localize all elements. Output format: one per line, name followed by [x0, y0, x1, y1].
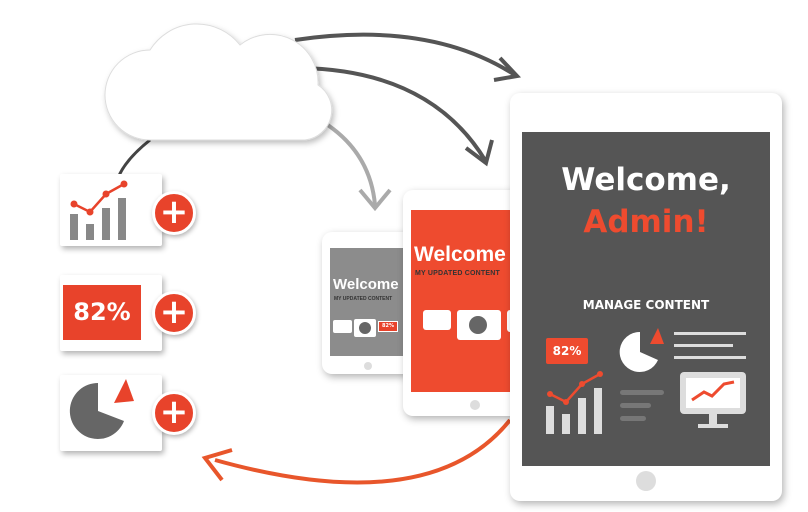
pie-thumb [354, 319, 376, 337]
text-lines [674, 332, 746, 359]
arrow-cloud-to-small-tablet [318, 118, 377, 206]
subtitle: MY UPDATED CONTENT [334, 296, 393, 302]
pie-chart-icon [619, 328, 664, 372]
small-tablet: Welcome MY UPDATED CONTENT 82% [322, 232, 414, 374]
home-button [636, 471, 656, 491]
line-bar-chart-icon [546, 371, 603, 434]
mid-tablet-screen: Welcome MY UPDATED CONTENT [411, 210, 525, 392]
subtitle: MY UPDATED CONTENT [415, 270, 501, 277]
monitor-chart-icon [680, 372, 746, 428]
arrow-cloud-to-mid-tablet [299, 66, 487, 162]
manage-content-heading: MANAGE CONTENT [582, 298, 710, 312]
pie-card[interactable] [60, 375, 162, 451]
add-pie-button[interactable]: + [152, 391, 196, 435]
chart-thumb [423, 310, 451, 330]
arrow-cloud-to-large-tablet [294, 32, 517, 77]
large-tablet: Welcome, Admin! MANAGE CONTENT 82% [510, 93, 782, 501]
percent-card[interactable]: 82% [60, 275, 162, 351]
percent-badge: 82% [63, 285, 141, 340]
admin-name: Admin! [583, 204, 709, 240]
add-percent-button[interactable]: + [152, 291, 196, 335]
add-chart-button[interactable]: + [152, 191, 196, 235]
welcome-title: Welcome [333, 276, 399, 293]
cloud-icon [104, 23, 333, 141]
welcome-title: Welcome [414, 243, 506, 266]
percent-badge: 82% [546, 338, 588, 364]
chart-thumb [333, 320, 352, 333]
arrow-cloud-to-cards [116, 138, 151, 179]
home-button [364, 362, 372, 370]
small-tablet-screen: Welcome MY UPDATED CONTENT 82% [330, 248, 414, 356]
pie-chart-icon [69, 379, 134, 439]
welcome-title: Welcome, [561, 162, 731, 198]
mid-tablet: Welcome MY UPDATED CONTENT [403, 190, 525, 416]
pie-thumb [457, 310, 501, 340]
arrow-tablet-to-cards [214, 418, 512, 485]
chart-card[interactable] [60, 174, 162, 246]
line-bar-chart-icon [70, 180, 128, 240]
list-lines [620, 390, 664, 421]
percent-thumb: 82% [378, 321, 398, 332]
home-button [470, 400, 480, 410]
large-tablet-screen: Welcome, Admin! MANAGE CONTENT 82% [522, 132, 770, 466]
